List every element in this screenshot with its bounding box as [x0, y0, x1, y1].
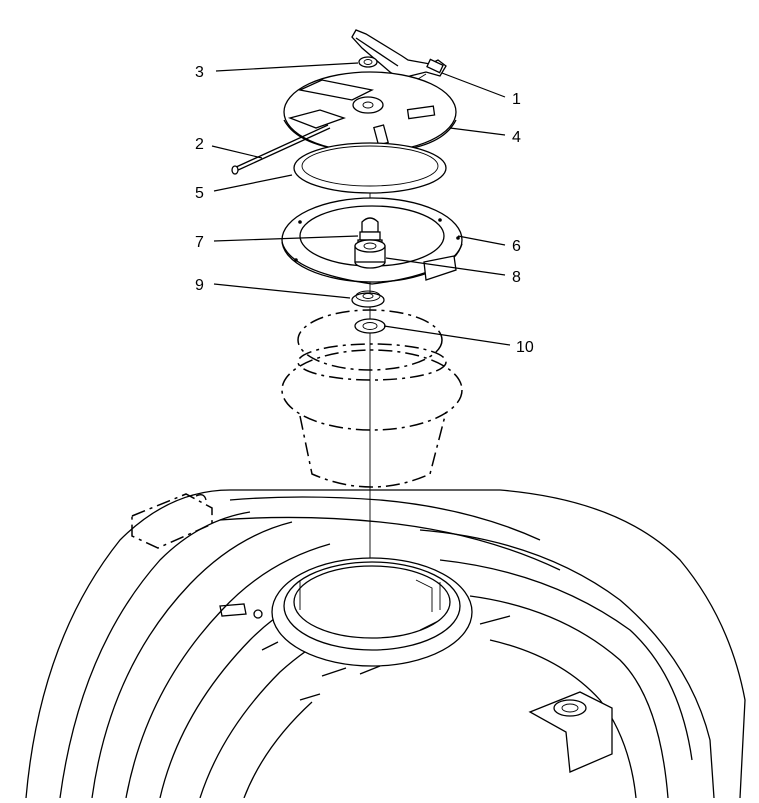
callout-10: 10	[516, 339, 534, 356]
part-gasket	[293, 142, 447, 194]
callout-1: 1	[512, 91, 521, 108]
part-lid	[283, 71, 457, 153]
callout-labels: 1 2 3 4 5 6 7 8 9 10	[195, 64, 534, 356]
callout-7: 7	[195, 234, 204, 251]
callout-3: 3	[195, 64, 204, 81]
callout-4: 4	[512, 129, 521, 146]
part-nut	[351, 290, 385, 308]
part-top-washer	[358, 56, 378, 68]
callout-8: 8	[512, 269, 521, 286]
tank-opening	[219, 557, 473, 667]
callout-6: 6	[512, 238, 521, 255]
callout-5: 5	[195, 185, 204, 202]
strainer-basket	[281, 343, 463, 488]
part-pin	[231, 124, 331, 175]
part-fitting	[354, 239, 386, 269]
part-handle	[351, 29, 447, 109]
tank-left-bracket	[131, 493, 213, 549]
callout-2: 2	[195, 136, 204, 153]
leader-lines	[211, 62, 511, 346]
callout-9: 9	[195, 277, 204, 294]
part-basket-ring	[297, 309, 443, 371]
tank-body	[25, 489, 746, 799]
tank-right-bracket	[528, 691, 613, 773]
